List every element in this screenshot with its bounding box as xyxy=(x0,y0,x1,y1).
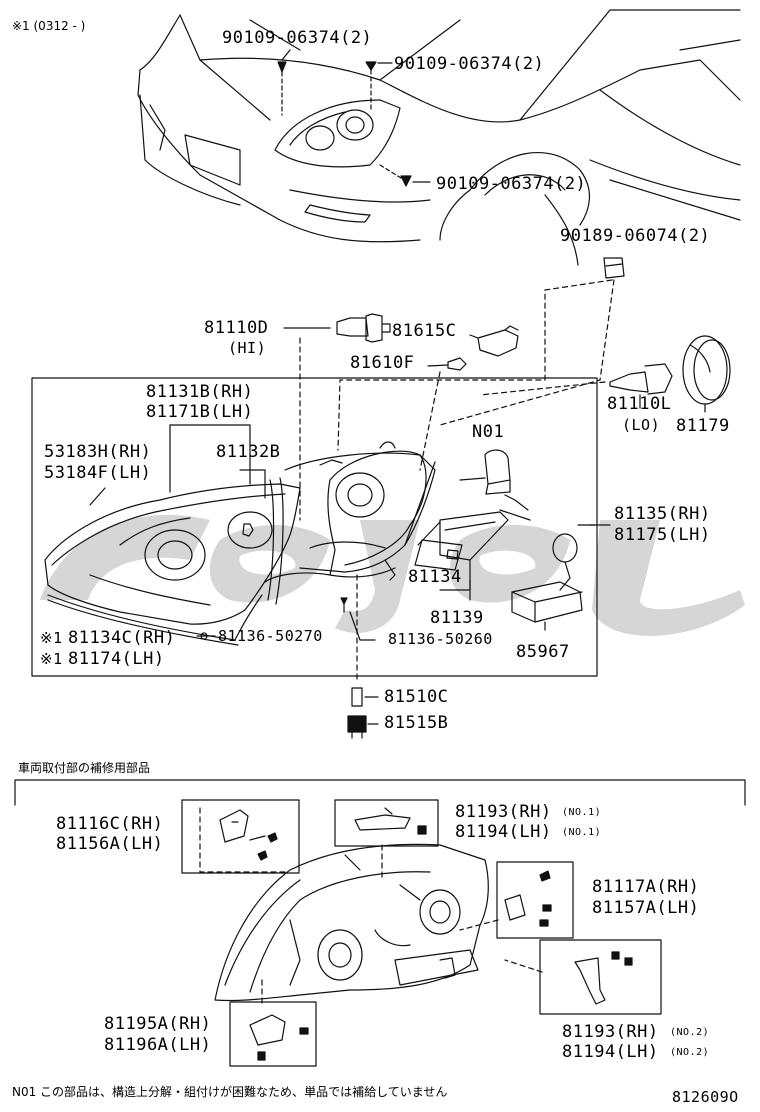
part-label-bracket-e-lh: 81194(LH) xyxy=(562,1042,659,1062)
box-e xyxy=(539,939,662,1015)
watermark xyxy=(40,514,745,636)
screw-81136-50270 xyxy=(200,632,208,640)
part-label-bracket-d-rh: 81195A(RH) xyxy=(104,1014,212,1034)
housing xyxy=(284,441,436,581)
note-mark-1: ※1 xyxy=(40,629,63,647)
part-label-bracket-c-lh: 81157A(LH) xyxy=(592,898,700,918)
bracket-e-rh-note: (NO.2) xyxy=(670,1027,710,1038)
headlamp-lens xyxy=(44,477,301,625)
repair-section-bracket xyxy=(14,779,746,806)
ballast-81134 xyxy=(414,511,509,571)
part-label-unit-rh: 81135(RH) xyxy=(614,504,711,524)
lo-beam-bulb xyxy=(479,363,673,409)
bulb-81510c xyxy=(351,687,379,707)
part-label-screw-b: 81136-50260 xyxy=(388,630,493,648)
part-label-bracket-e-rh: 81193(RH) xyxy=(562,1022,659,1042)
part-label-85967: 85967 xyxy=(516,642,570,662)
box-c xyxy=(496,861,574,939)
part-label-socket: 81615C xyxy=(392,321,457,341)
part-label-81139: 81139 xyxy=(430,608,484,628)
bracket-b-lh-note: (NO.1) xyxy=(562,827,602,838)
bracket-b-rh-note: (NO.1) xyxy=(562,807,602,818)
ignitor-85967 xyxy=(511,533,583,623)
wire-harness xyxy=(264,450,427,583)
part-label-bracket-a-lh: 81156A(LH) xyxy=(56,834,164,854)
repair-section-title: 車両取付部の補修用部品 xyxy=(18,761,151,775)
small-bulb-81610f xyxy=(419,357,467,471)
footer-note: N01 この部品は、構造上分解・組付けが困難なため、単品では補給していません xyxy=(12,1085,448,1099)
part-label-90109-a: 90109-06374(2) xyxy=(222,28,373,48)
car-body-outline xyxy=(137,9,741,266)
part-label-gasket-lh: 53184F(LH) xyxy=(44,463,152,483)
hi-beam-bulb xyxy=(283,313,391,521)
part-label-bracket-b-lh: 81194(LH) xyxy=(455,822,552,842)
socket-81515b xyxy=(347,715,379,739)
part-label-bracket-c-rh: 81117A(RH) xyxy=(592,877,700,897)
revision-note-mark: ※1 (0312 - ) xyxy=(12,19,86,33)
lo-bulb-note: (LO) xyxy=(622,416,661,434)
part-label-bracket-b-rh: 81193(RH) xyxy=(455,802,552,822)
part-label-90189: 90189-06074(2) xyxy=(560,226,711,246)
note-mark-2: ※1 xyxy=(40,650,63,668)
diagram-code: 812609O xyxy=(672,1088,739,1106)
part-label-bracket-d-lh: 81196A(LH) xyxy=(104,1035,212,1055)
part-label-housing: 81132B xyxy=(216,442,281,462)
repair-headlamp xyxy=(214,843,489,1002)
bracket-d xyxy=(249,1014,309,1061)
part-label-81134: 81134 xyxy=(408,567,462,587)
bracket-a xyxy=(219,809,278,861)
top-clips xyxy=(277,49,431,187)
part-label-gasket-rh: 53183H(RH) xyxy=(44,442,152,462)
part-label-screw-a: 81136-50270 xyxy=(218,627,323,645)
part-label-small-bulb: 81610F xyxy=(350,353,415,373)
socket-81615c xyxy=(469,325,519,357)
bracket-e-lh-note: (NO.2) xyxy=(670,1047,710,1058)
part-label-hi-bulb: 81110D xyxy=(204,318,269,338)
part-label-81515b: 81515B xyxy=(384,713,449,733)
part-label-90109-b: 90109-06374(2) xyxy=(394,54,545,74)
part-label-unit-lh: 81175(LH) xyxy=(614,525,711,545)
part-label-cover-lh: 81174(LH) xyxy=(68,649,165,669)
box-d xyxy=(229,1001,317,1067)
assembly-leaders xyxy=(89,424,611,681)
bracket-e xyxy=(574,951,633,1005)
n01-bulb xyxy=(459,449,531,521)
note-n01: N01 xyxy=(472,422,505,442)
assembly-frame xyxy=(31,377,598,677)
part-label-cover-rh: 81134C(RH) xyxy=(68,628,176,648)
cap-81179 xyxy=(682,335,731,413)
part-label-lens-lh: 81171B(LH) xyxy=(146,402,254,422)
part-label-81510c: 81510C xyxy=(384,687,449,707)
bracket-c xyxy=(504,870,552,927)
part-label-bracket-a-rh: 81116C(RH) xyxy=(56,814,164,834)
part-label-90109-c: 90109-06374(2) xyxy=(436,174,587,194)
box-a xyxy=(181,799,300,874)
bracket-b xyxy=(354,807,427,835)
retainer-90189 xyxy=(337,257,625,451)
box-b xyxy=(334,799,439,847)
hi-bulb-note: (HI) xyxy=(228,339,267,357)
part-label-lo-bulb: 81110L xyxy=(607,394,672,414)
part-label-lens-rh: 81131B(RH) xyxy=(146,382,254,402)
part-label-cap: 81179 xyxy=(676,416,730,436)
